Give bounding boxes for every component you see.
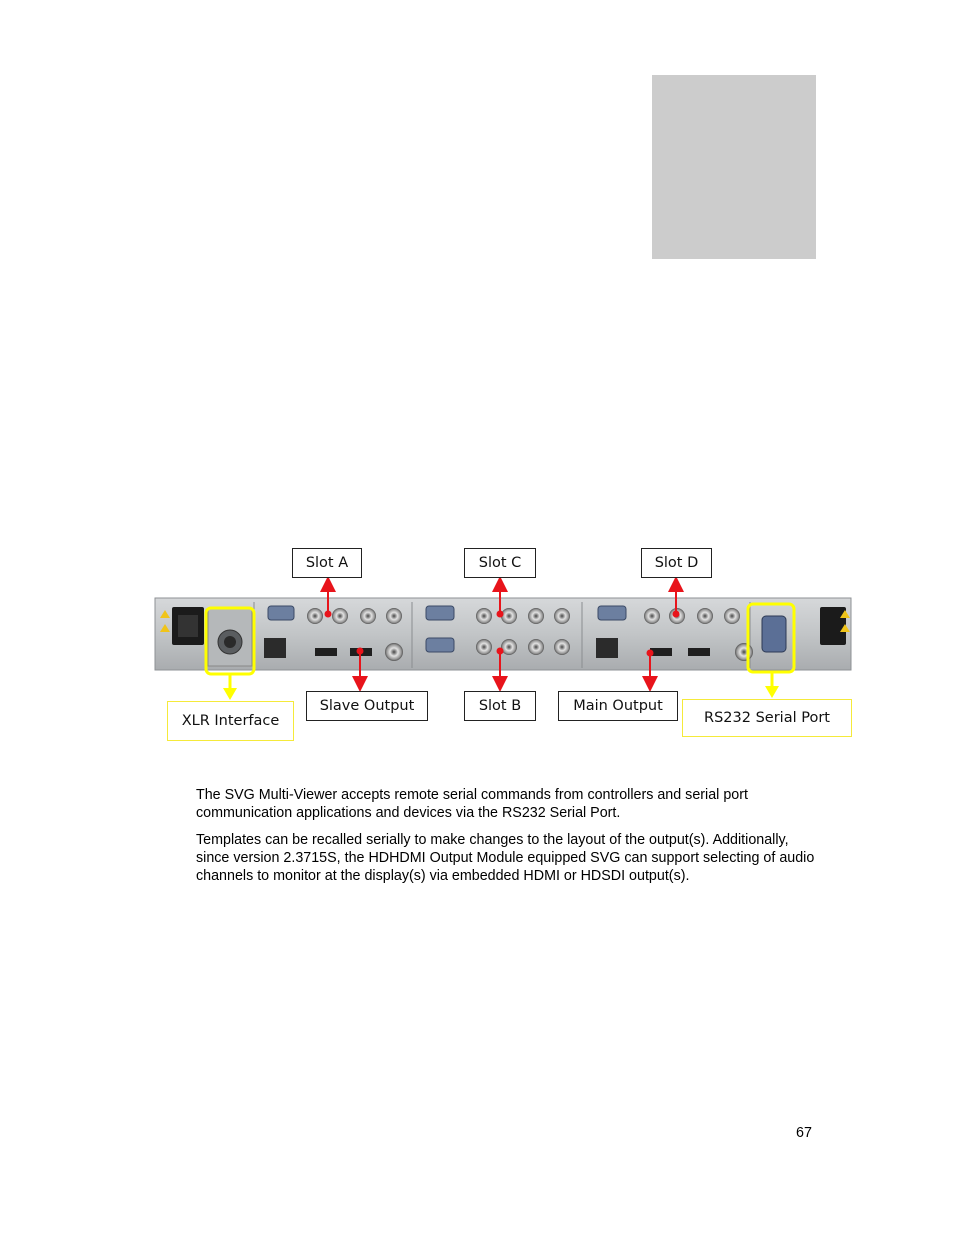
chapter-tab bbox=[652, 75, 816, 259]
rear-panel-illustration bbox=[154, 576, 852, 700]
paragraph-serial-commands: The SVG Multi-Viewer accepts remote seri… bbox=[196, 787, 748, 821]
slot-d-label: Slot D bbox=[641, 548, 712, 578]
power-inlet-right bbox=[820, 607, 846, 645]
slot-a-label: Slot A bbox=[292, 548, 362, 578]
page-number: 67 bbox=[796, 1125, 812, 1141]
slot-c-label: Slot C bbox=[464, 548, 536, 578]
rs232-connector bbox=[761, 615, 787, 653]
paragraph-templates: Templates can be recalled serially to ma… bbox=[196, 832, 815, 884]
rear-panel-figure: Slot A Slot C Slot D XLR Interface Slave… bbox=[150, 540, 860, 750]
xlr-interface-label: XLR Interface bbox=[167, 701, 294, 741]
main-output-label: Main Output bbox=[558, 691, 678, 721]
rs232-serial-port-label: RS232 Serial Port bbox=[682, 699, 852, 737]
slot-b-label: Slot B bbox=[464, 691, 536, 721]
slave-output-label: Slave Output bbox=[306, 691, 428, 721]
